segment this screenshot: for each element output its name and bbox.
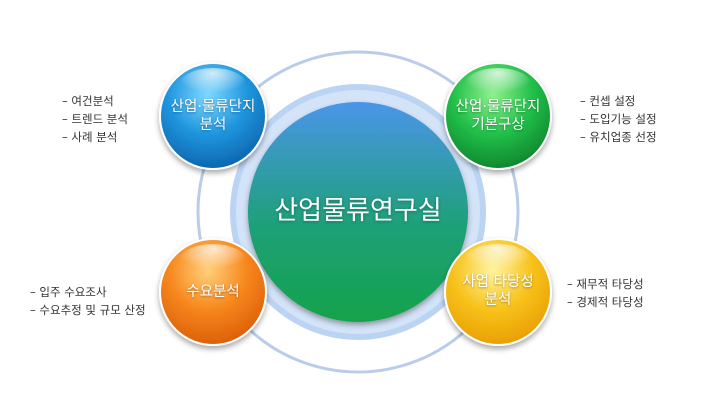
node-top-left (159, 62, 267, 170)
list-item: 여건분석 (62, 92, 128, 110)
list-item: 트렌드 분석 (62, 110, 128, 128)
list-item: 사례 분석 (62, 128, 128, 146)
list-top-right: 컨셉 설정 도입기능 설정 유치업종 선정 (580, 92, 657, 146)
list-bottom-left: 입주 수요조사 수요추정 및 규모 산정 (30, 283, 146, 319)
node-top-right-label: 산업·물류단지 기본구상 (438, 98, 558, 134)
node-top-left-line2: 분석 (199, 117, 227, 134)
list-item: 컨셉 설정 (580, 92, 657, 110)
node-bottom-right-label: 사업 타당성 분석 (438, 273, 558, 309)
node-bottom-right-line2: 분석 (484, 292, 512, 309)
node-bottom-right (444, 238, 552, 346)
node-bottom-right-line1: 사업 타당성 (462, 274, 534, 290)
center-title: 산업물류연구실 (274, 196, 442, 226)
list-item: 재무적 타당성 (567, 275, 643, 293)
node-bottom-left (159, 238, 267, 346)
node-top-left-label: 산업·물류단지 분석 (153, 98, 273, 134)
node-bottom-left-line1: 수요분석 (186, 284, 240, 300)
node-top-right-line2: 기본구상 (471, 117, 525, 134)
list-item: 수요추정 및 규모 산정 (30, 301, 145, 319)
list-item: 유치업종 선정 (580, 128, 656, 146)
orbit-ring (196, 50, 520, 374)
list-item: 경제적 타당성 (567, 293, 643, 311)
node-bottom-left-label: 수요분석 (153, 283, 273, 301)
list-item: 도입기능 설정 (580, 110, 656, 128)
list-item: 입주 수요조사 (30, 283, 146, 301)
list-top-left: 여건분석 트렌드 분석 사례 분석 (62, 92, 128, 146)
node-top-right-line1: 산업·물류단지 (455, 99, 541, 115)
node-top-right (444, 62, 552, 170)
center-circle (248, 102, 468, 322)
node-top-left-line1: 산업·물류단지 (170, 99, 256, 115)
list-bottom-right: 재무적 타당성 경제적 타당성 (567, 275, 643, 311)
